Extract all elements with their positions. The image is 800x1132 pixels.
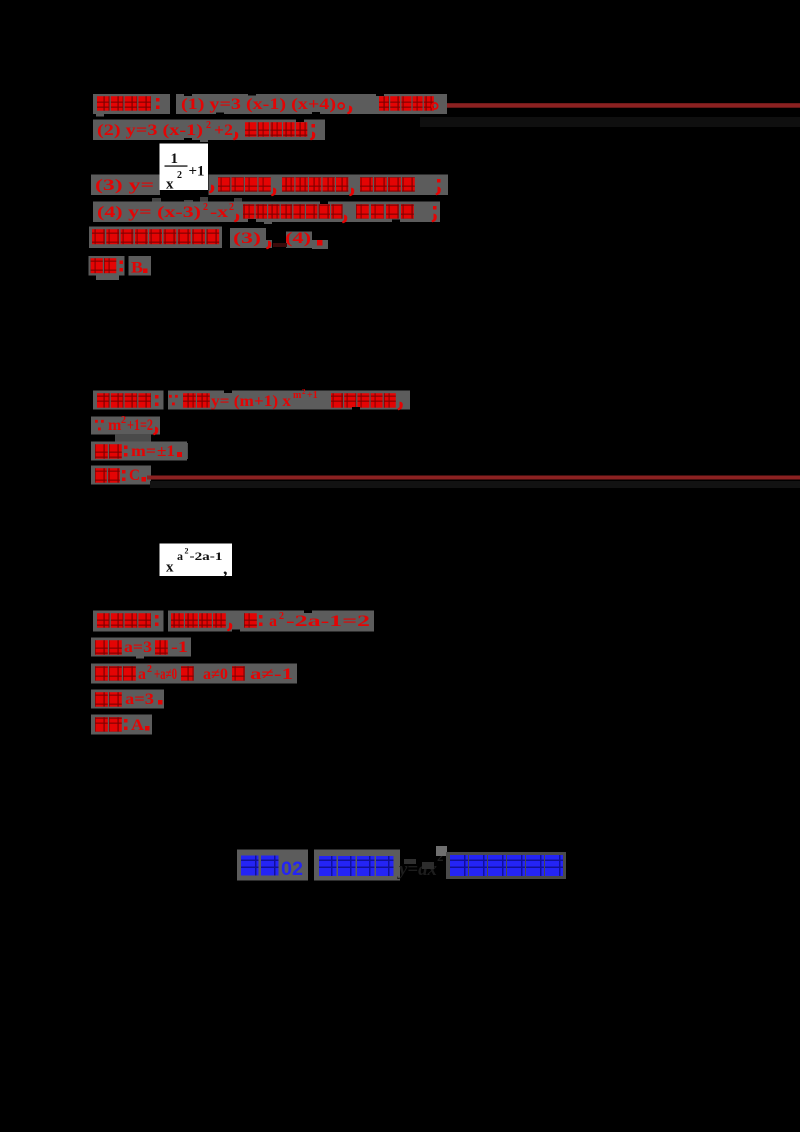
svg-text:2: 2 bbox=[279, 611, 284, 622]
svg-text:(4) y= (x-3): (4) y= (x-3) bbox=[97, 204, 201, 221]
svg-text:m: m bbox=[293, 390, 302, 401]
svg-text:2: 2 bbox=[229, 202, 234, 213]
svg-text:a: a bbox=[138, 666, 146, 683]
svg-text:A: A bbox=[131, 717, 144, 734]
svg-text:+1: +1 bbox=[189, 164, 205, 180]
svg-text:+2: +2 bbox=[214, 122, 233, 139]
svg-text:a≠0: a≠0 bbox=[203, 666, 228, 683]
svg-text:a: a bbox=[269, 613, 277, 630]
svg-text:,: , bbox=[223, 558, 228, 578]
svg-text:a=3: a=3 bbox=[125, 691, 154, 708]
svg-text:(1) y=3 (x-1) (x+4): (1) y=3 (x-1) (x+4) bbox=[181, 96, 336, 113]
svg-text:-2a-1=2: -2a-1=2 bbox=[286, 613, 370, 630]
svg-text:-2a-1: -2a-1 bbox=[190, 549, 223, 563]
svg-text:y= (m+1) x: y= (m+1) x bbox=[211, 393, 291, 410]
svg-text:(2) y=3 (x-1): (2) y=3 (x-1) bbox=[97, 122, 203, 139]
svg-text:a: a bbox=[177, 549, 183, 563]
svg-text:(3): (3) bbox=[233, 230, 261, 247]
svg-text:x: x bbox=[166, 177, 174, 193]
svg-text:-1: -1 bbox=[171, 639, 188, 656]
svg-text:2: 2 bbox=[185, 547, 189, 556]
svg-text:2: 2 bbox=[121, 415, 126, 426]
svg-text:B: B bbox=[131, 260, 143, 277]
svg-text:±1: ±1 bbox=[157, 443, 175, 460]
svg-text:2: 2 bbox=[203, 202, 208, 213]
svg-text:a=3: a=3 bbox=[124, 639, 152, 656]
svg-text:(3) y=: (3) y= bbox=[95, 177, 154, 194]
svg-text:2: 2 bbox=[147, 664, 152, 675]
svg-text:+a≠0: +a≠0 bbox=[154, 666, 177, 683]
svg-text:+1: +1 bbox=[307, 390, 318, 401]
svg-text:02: 02 bbox=[281, 859, 303, 880]
svg-text:2: 2 bbox=[206, 120, 211, 131]
svg-text:1: 1 bbox=[171, 151, 179, 167]
svg-text:+1=2: +1=2 bbox=[127, 417, 153, 434]
svg-text:a≠-1: a≠-1 bbox=[250, 666, 293, 683]
svg-text:2: 2 bbox=[437, 849, 444, 864]
svg-text:2: 2 bbox=[177, 170, 182, 181]
svg-text:C: C bbox=[129, 467, 140, 484]
svg-text:m: m bbox=[108, 417, 122, 434]
svg-text:-x: -x bbox=[210, 204, 228, 221]
svg-text:m=: m= bbox=[131, 443, 156, 460]
svg-text:2: 2 bbox=[302, 388, 306, 396]
svg-text:(4): (4) bbox=[285, 230, 311, 247]
svg-text:x: x bbox=[166, 560, 174, 576]
